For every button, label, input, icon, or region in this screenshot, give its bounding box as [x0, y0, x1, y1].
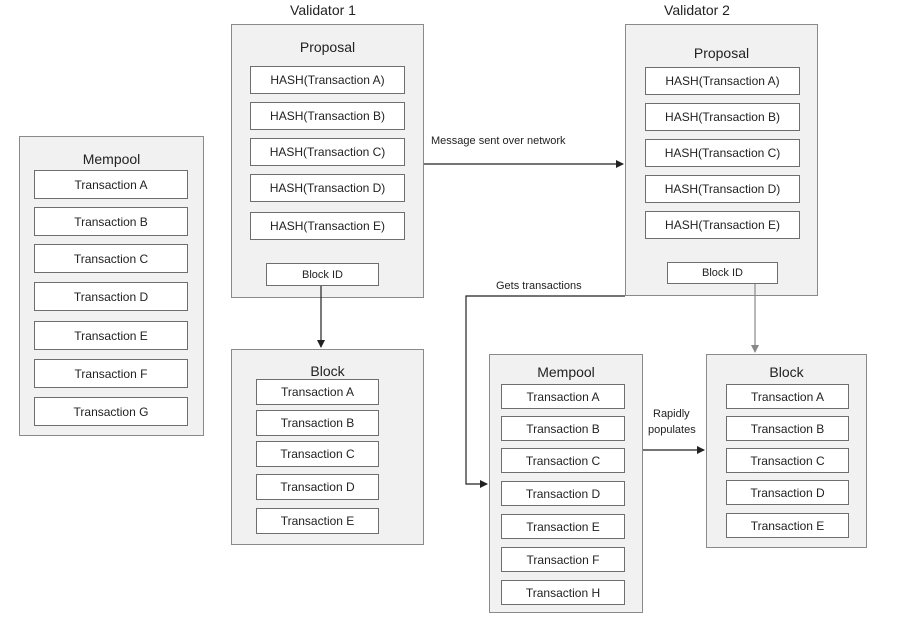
validator-1-block-id: Block ID	[266, 263, 379, 286]
validator-2-mempool-title: Mempool	[537, 364, 595, 380]
validator-1-block-transaction-d: Transaction D	[256, 474, 379, 500]
validator-2-heading: Validator 2	[664, 2, 730, 18]
left-mempool-title: Mempool	[82, 151, 141, 167]
validator-2-hash-e: HASH(Transaction E)	[645, 211, 800, 239]
validator-2-block-id: Block ID	[667, 262, 778, 284]
validator-2-block-transaction-a: Transaction A	[726, 384, 849, 409]
validator-1-proposal-panel: Proposal HASH(Transaction A) HASH(Transa…	[231, 24, 424, 298]
validator-1-block-transaction-e: Transaction E	[256, 508, 379, 534]
validator-2-mempool-transaction-c: Transaction C	[501, 448, 625, 473]
validator-2-block-panel: Block Transaction A Transaction B Transa…	[706, 354, 867, 548]
populates-label: populates	[648, 424, 696, 436]
validator-2-mempool-transaction-h: Transaction H	[501, 580, 625, 605]
left-mempool-panel: Mempool Transaction A Transaction B Tran…	[19, 136, 204, 436]
left-mempool-transaction-a: Transaction A	[34, 170, 188, 199]
validator-1-hash-e: HASH(Transaction E)	[250, 212, 405, 240]
validator-2-hash-d: HASH(Transaction D)	[645, 175, 800, 203]
validator-2-proposal-title: Proposal	[693, 45, 750, 61]
validator-2-block-transaction-e: Transaction E	[726, 513, 849, 538]
validator-1-hash-b: HASH(Transaction B)	[250, 102, 405, 130]
validator-1-block-panel: Block Transaction A Transaction B Transa…	[231, 349, 424, 545]
validator-1-hash-d: HASH(Transaction D)	[250, 174, 405, 202]
message-sent-label: Message sent over network	[431, 135, 566, 147]
validator-1-block-transaction-c: Transaction C	[256, 441, 379, 467]
validator-2-mempool-transaction-f: Transaction F	[501, 547, 625, 572]
rapidly-label: Rapidly	[653, 408, 690, 420]
validator-2-hash-a: HASH(Transaction A)	[645, 67, 800, 95]
gets-transactions-label: Gets transactions	[496, 280, 582, 292]
left-mempool-transaction-d: Transaction D	[34, 282, 188, 311]
validator-2-hash-b: HASH(Transaction B)	[645, 103, 800, 131]
validator-1-hash-c: HASH(Transaction C)	[250, 138, 405, 166]
validator-2-proposal-panel: Proposal HASH(Transaction A) HASH(Transa…	[625, 24, 818, 296]
validator-2-block-title: Block	[769, 364, 804, 380]
left-mempool-transaction-c: Transaction C	[34, 244, 188, 273]
validator-2-mempool-transaction-b: Transaction B	[501, 416, 625, 441]
validator-2-block-transaction-d: Transaction D	[726, 480, 849, 505]
validator-2-mempool-transaction-d: Transaction D	[501, 481, 625, 506]
validator-2-block-transaction-b: Transaction B	[726, 416, 849, 441]
left-mempool-transaction-g: Transaction G	[34, 397, 188, 426]
validator-1-block-transaction-a: Transaction A	[256, 379, 379, 405]
validator-1-heading: Validator 1	[290, 2, 356, 18]
left-mempool-transaction-e: Transaction E	[34, 321, 188, 350]
left-mempool-transaction-b: Transaction B	[34, 207, 188, 236]
validator-1-block-title: Block	[310, 363, 345, 379]
validator-1-hash-a: HASH(Transaction A)	[250, 66, 405, 94]
left-mempool-transaction-f: Transaction F	[34, 359, 188, 388]
validator-2-mempool-panel: Mempool Transaction A Transaction B Tran…	[489, 354, 643, 613]
validator-2-hash-c: HASH(Transaction C)	[645, 139, 800, 167]
validator-2-mempool-transaction-a: Transaction A	[501, 384, 625, 409]
validator-2-mempool-transaction-e: Transaction E	[501, 514, 625, 539]
validator-1-block-transaction-b: Transaction B	[256, 410, 379, 436]
validator-1-proposal-title: Proposal	[299, 39, 356, 55]
validator-2-block-transaction-c: Transaction C	[726, 448, 849, 473]
